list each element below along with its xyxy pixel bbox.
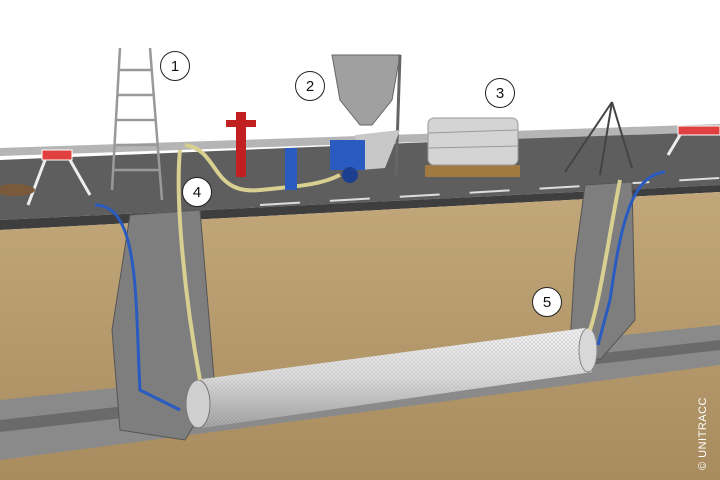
ladder xyxy=(110,47,164,201)
tripod xyxy=(564,101,633,176)
pipe-liner xyxy=(185,327,598,429)
callout-3: 3 xyxy=(485,78,515,108)
grout-hose-surface xyxy=(184,143,341,193)
vent-hose xyxy=(588,179,622,331)
blue-hose-right xyxy=(596,170,666,346)
small-pump xyxy=(285,148,297,190)
callout-5: 5 xyxy=(532,287,562,317)
mixer-silo xyxy=(330,54,402,183)
callout-1: 1 xyxy=(160,51,190,81)
callout-2: 2 xyxy=(295,71,325,101)
manhole-cover xyxy=(0,184,35,196)
callout-4: 4 xyxy=(182,177,212,207)
barrier-left xyxy=(26,149,92,206)
grout-hose xyxy=(176,149,202,381)
copyright-notice: © UNITRACC xyxy=(697,397,709,470)
barrier-right xyxy=(666,125,720,156)
cement-bags-pallet xyxy=(425,117,520,177)
blue-hose xyxy=(94,203,181,412)
launch-pit xyxy=(111,209,216,441)
hydrant xyxy=(226,112,256,177)
